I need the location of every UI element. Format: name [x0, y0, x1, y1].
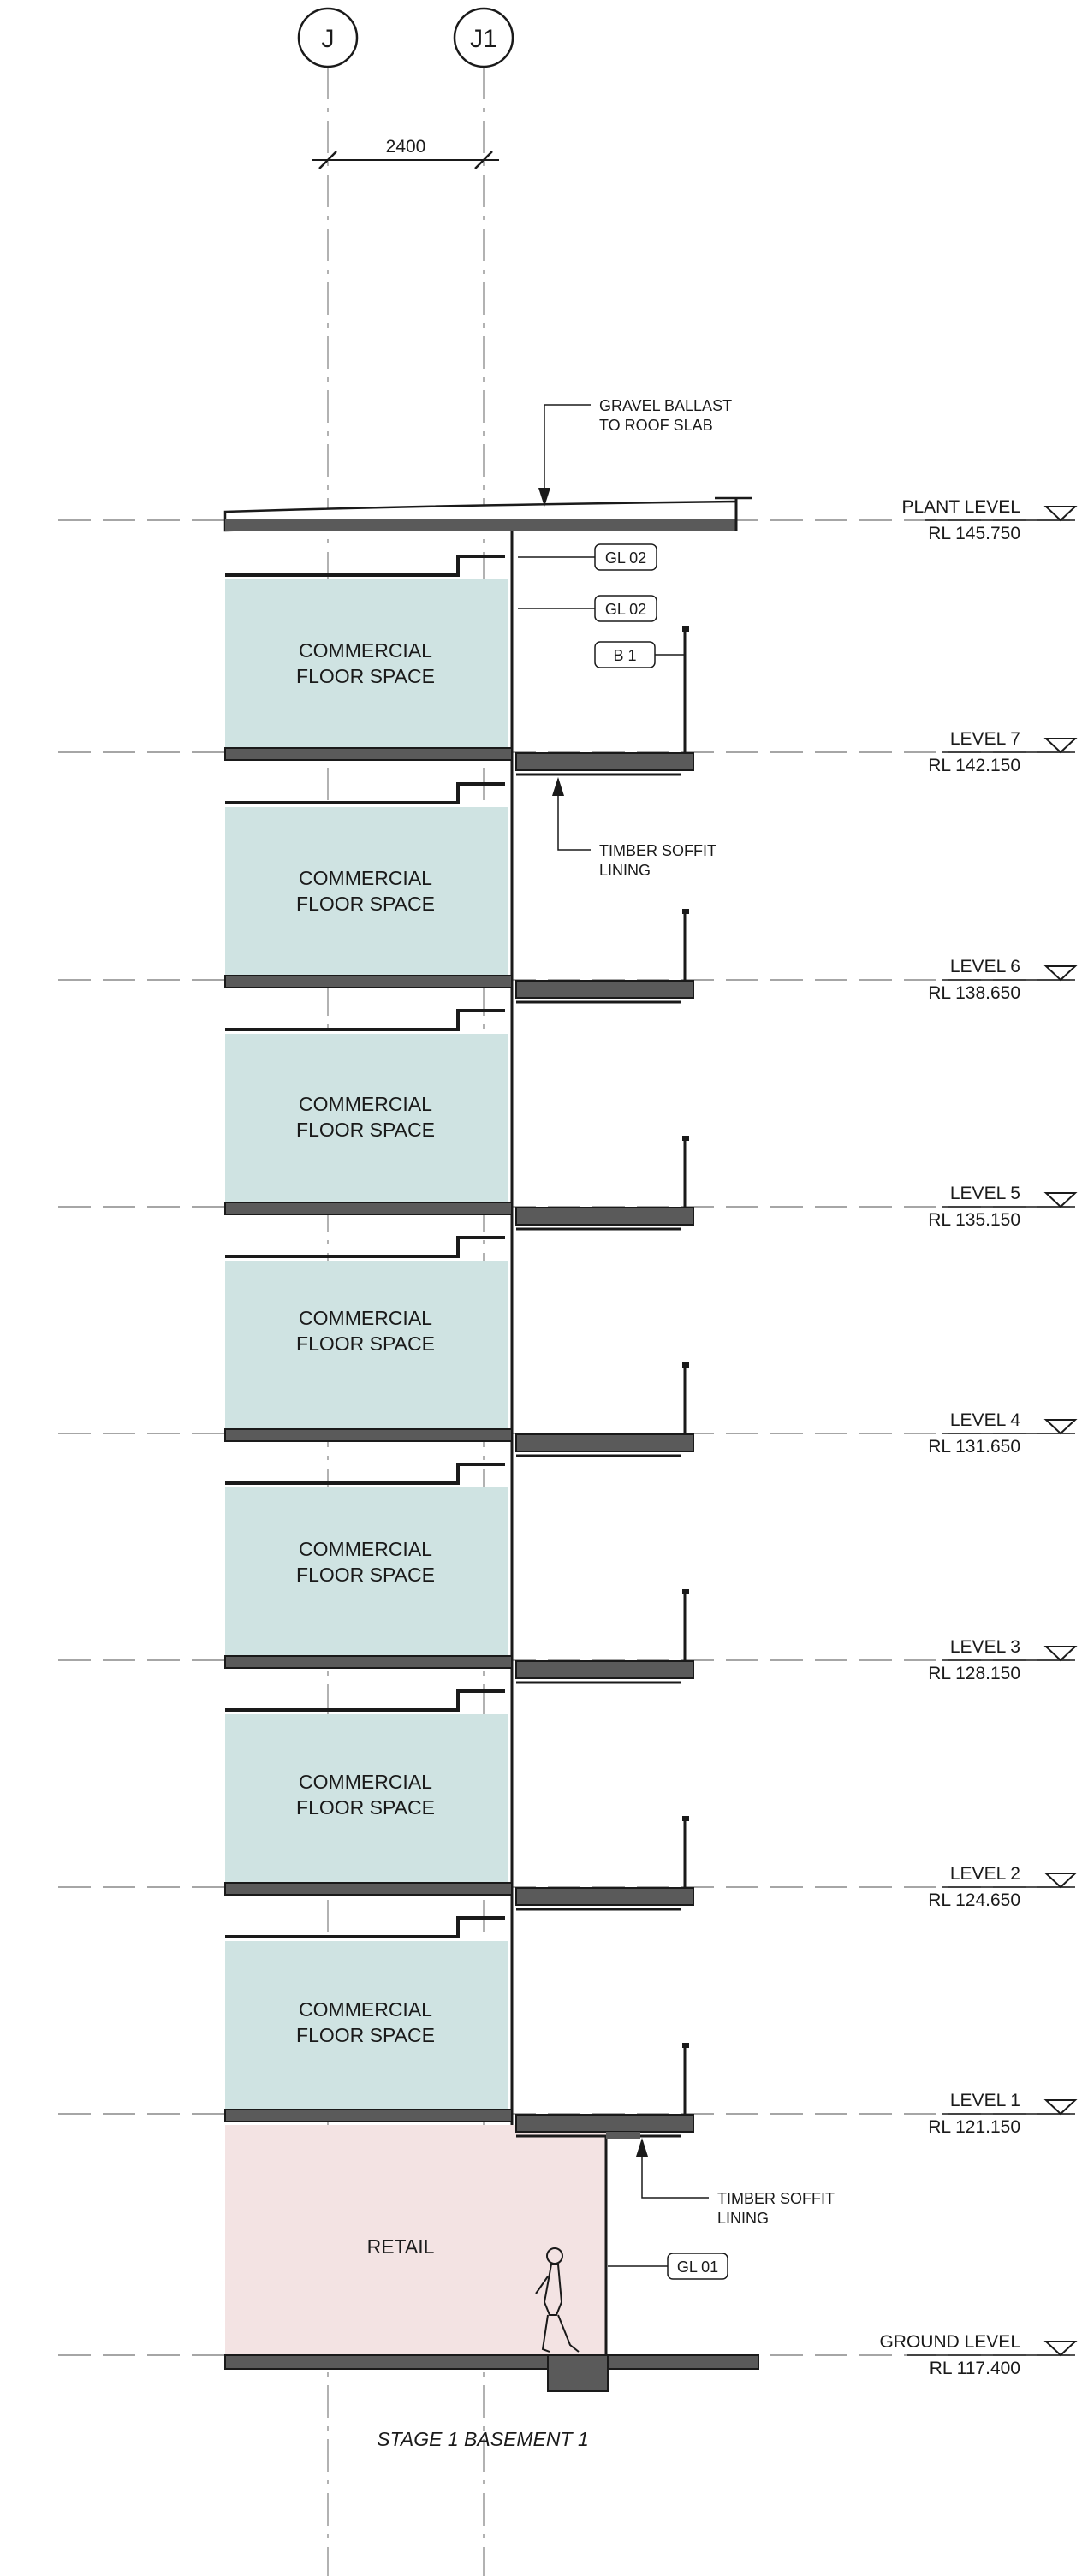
svg-text:GL 02: GL 02 [605, 601, 646, 618]
svg-text:COMMERCIAL: COMMERCIAL [299, 639, 432, 662]
svg-text:GL 01: GL 01 [677, 2258, 718, 2276]
retail-zone [225, 2125, 606, 2355]
svg-text:TO ROOF SLAB: TO ROOF SLAB [599, 417, 713, 434]
svg-text:LEVEL 4: LEVEL 4 [950, 1410, 1020, 1430]
grid-label-j1: J1 [470, 25, 497, 53]
grid-bubble-j [297, 7, 359, 68]
commercial-zones [225, 579, 508, 2114]
svg-text:RL 128.150: RL 128.150 [928, 1664, 1020, 1683]
note-gravel-ballast: GRAVEL BALLAST TO ROOF SLAB [538, 397, 732, 507]
tag-b1: B 1 [594, 641, 686, 676]
slab-level-2 [224, 1689, 694, 1911]
slab-level-3 [224, 1463, 694, 1684]
slab-level-7 [224, 555, 694, 776]
svg-text:RL 121.150: RL 121.150 [928, 2117, 1020, 2137]
svg-text:FLOOR SPACE: FLOOR SPACE [296, 2024, 435, 2046]
commercial-label-5: COMMERCIAL FLOOR SPACE [296, 1093, 435, 1141]
tag-gl01: GL 01 [608, 2253, 728, 2280]
note-timber-soffit-lower: TIMBER SOFFIT LINING [636, 2138, 835, 2227]
grid-label-j: J [322, 25, 335, 53]
svg-text:LEVEL 3: LEVEL 3 [950, 1637, 1020, 1657]
slab-level-5 [224, 1009, 694, 1231]
svg-text:COMMERCIAL: COMMERCIAL [299, 1998, 432, 2021]
level-marker-1: LEVEL 1 RL 121.150 [928, 2091, 1078, 2137]
zone-labels: COMMERCIAL FLOOR SPACE COMMERCIAL FLOOR SP… [296, 639, 435, 2258]
svg-text:FLOOR SPACE: FLOOR SPACE [296, 1564, 435, 1586]
slab-level-4 [224, 1236, 694, 1457]
svg-text:LINING: LINING [717, 2210, 769, 2227]
dimension-2400: 2400 [312, 137, 499, 169]
svg-text:FLOOR SPACE: FLOOR SPACE [296, 1333, 435, 1355]
svg-text:LEVEL 1: LEVEL 1 [950, 2091, 1020, 2110]
svg-text:LEVEL 7: LEVEL 7 [950, 729, 1020, 749]
svg-text:RL 145.750: RL 145.750 [928, 524, 1020, 543]
level-marker-5: LEVEL 5 RL 135.150 [928, 1184, 1078, 1230]
svg-text:FLOOR SPACE: FLOOR SPACE [296, 893, 435, 915]
svg-text:LINING: LINING [599, 862, 651, 879]
level-marker-7: LEVEL 7 RL 142.150 [928, 729, 1078, 775]
commercial-label-3: COMMERCIAL FLOOR SPACE [296, 1538, 435, 1586]
slab-level-6 [224, 782, 694, 1004]
svg-text:COMMERCIAL: COMMERCIAL [299, 1093, 432, 1115]
svg-text:TIMBER SOFFIT: TIMBER SOFFIT [599, 842, 716, 859]
svg-text:RL 135.150: RL 135.150 [928, 1210, 1020, 1230]
svg-text:PLANT LEVEL: PLANT LEVEL [901, 497, 1020, 517]
retail-storefront [604, 2132, 640, 2355]
commercial-label-6: COMMERCIAL FLOOR SPACE [296, 867, 435, 915]
svg-text:LEVEL 2: LEVEL 2 [950, 1864, 1020, 1884]
roof-slab [223, 496, 752, 532]
floor-slabs [224, 555, 694, 2138]
svg-text:COMMERCIAL: COMMERCIAL [299, 1771, 432, 1793]
svg-text:COMMERCIAL: COMMERCIAL [299, 1538, 432, 1560]
drawing-caption: STAGE 1 BASEMENT 1 [377, 2428, 589, 2450]
svg-text:LEVEL 5: LEVEL 5 [950, 1184, 1020, 1203]
svg-text:B 1: B 1 [613, 647, 636, 664]
slab-level-1 [224, 1916, 694, 2138]
level-marker-plant: PLANT LEVEL RL 145.750 [901, 497, 1078, 543]
commercial-label-7: COMMERCIAL FLOOR SPACE [296, 639, 435, 687]
ground-slab [224, 2354, 759, 2392]
svg-text:LEVEL 6: LEVEL 6 [950, 957, 1020, 976]
commercial-label-1: COMMERCIAL FLOOR SPACE [296, 1998, 435, 2046]
svg-text:TIMBER SOFFIT: TIMBER SOFFIT [717, 2190, 835, 2207]
svg-text:RL 131.650: RL 131.650 [928, 1437, 1020, 1457]
svg-text:COMMERCIAL: COMMERCIAL [299, 867, 432, 889]
level-marker-2: LEVEL 2 RL 124.650 [928, 1864, 1078, 1910]
level-marker-4: LEVEL 4 RL 131.650 [928, 1410, 1078, 1457]
level-marker-6: LEVEL 6 RL 138.650 [928, 957, 1078, 1003]
person-figure [535, 2247, 580, 2353]
svg-text:GL 02: GL 02 [605, 549, 646, 567]
svg-text:FLOOR SPACE: FLOOR SPACE [296, 665, 435, 687]
commercial-label-2: COMMERCIAL FLOOR SPACE [296, 1771, 435, 1819]
note-timber-soffit-upper: TIMBER SOFFIT LINING [552, 777, 716, 879]
svg-text:RL 117.400: RL 117.400 [930, 2359, 1020, 2378]
svg-text:RL 138.650: RL 138.650 [928, 983, 1020, 1003]
svg-text:RL 142.150: RL 142.150 [928, 756, 1020, 775]
tag-gl02-b: GL 02 [518, 595, 657, 622]
svg-text:GROUND LEVEL: GROUND LEVEL [879, 2332, 1020, 2352]
grid-bubble-j1 [453, 7, 514, 68]
retail-label: RETAIL [367, 2235, 435, 2258]
level-marker-3: LEVEL 3 RL 128.150 [928, 1637, 1078, 1683]
svg-text:COMMERCIAL: COMMERCIAL [299, 1307, 432, 1329]
svg-text:FLOOR SPACE: FLOOR SPACE [296, 1796, 435, 1819]
tag-gl02-a: GL 02 [518, 543, 657, 571]
dimension-label: 2400 [386, 137, 426, 157]
level-marker-ground: GROUND LEVEL RL 117.400 [879, 2332, 1078, 2378]
svg-text:GRAVEL BALLAST: GRAVEL BALLAST [599, 397, 732, 414]
svg-text:RL 124.650: RL 124.650 [928, 1890, 1020, 1910]
svg-text:FLOOR SPACE: FLOOR SPACE [296, 1119, 435, 1141]
commercial-label-4: COMMERCIAL FLOOR SPACE [296, 1307, 435, 1355]
